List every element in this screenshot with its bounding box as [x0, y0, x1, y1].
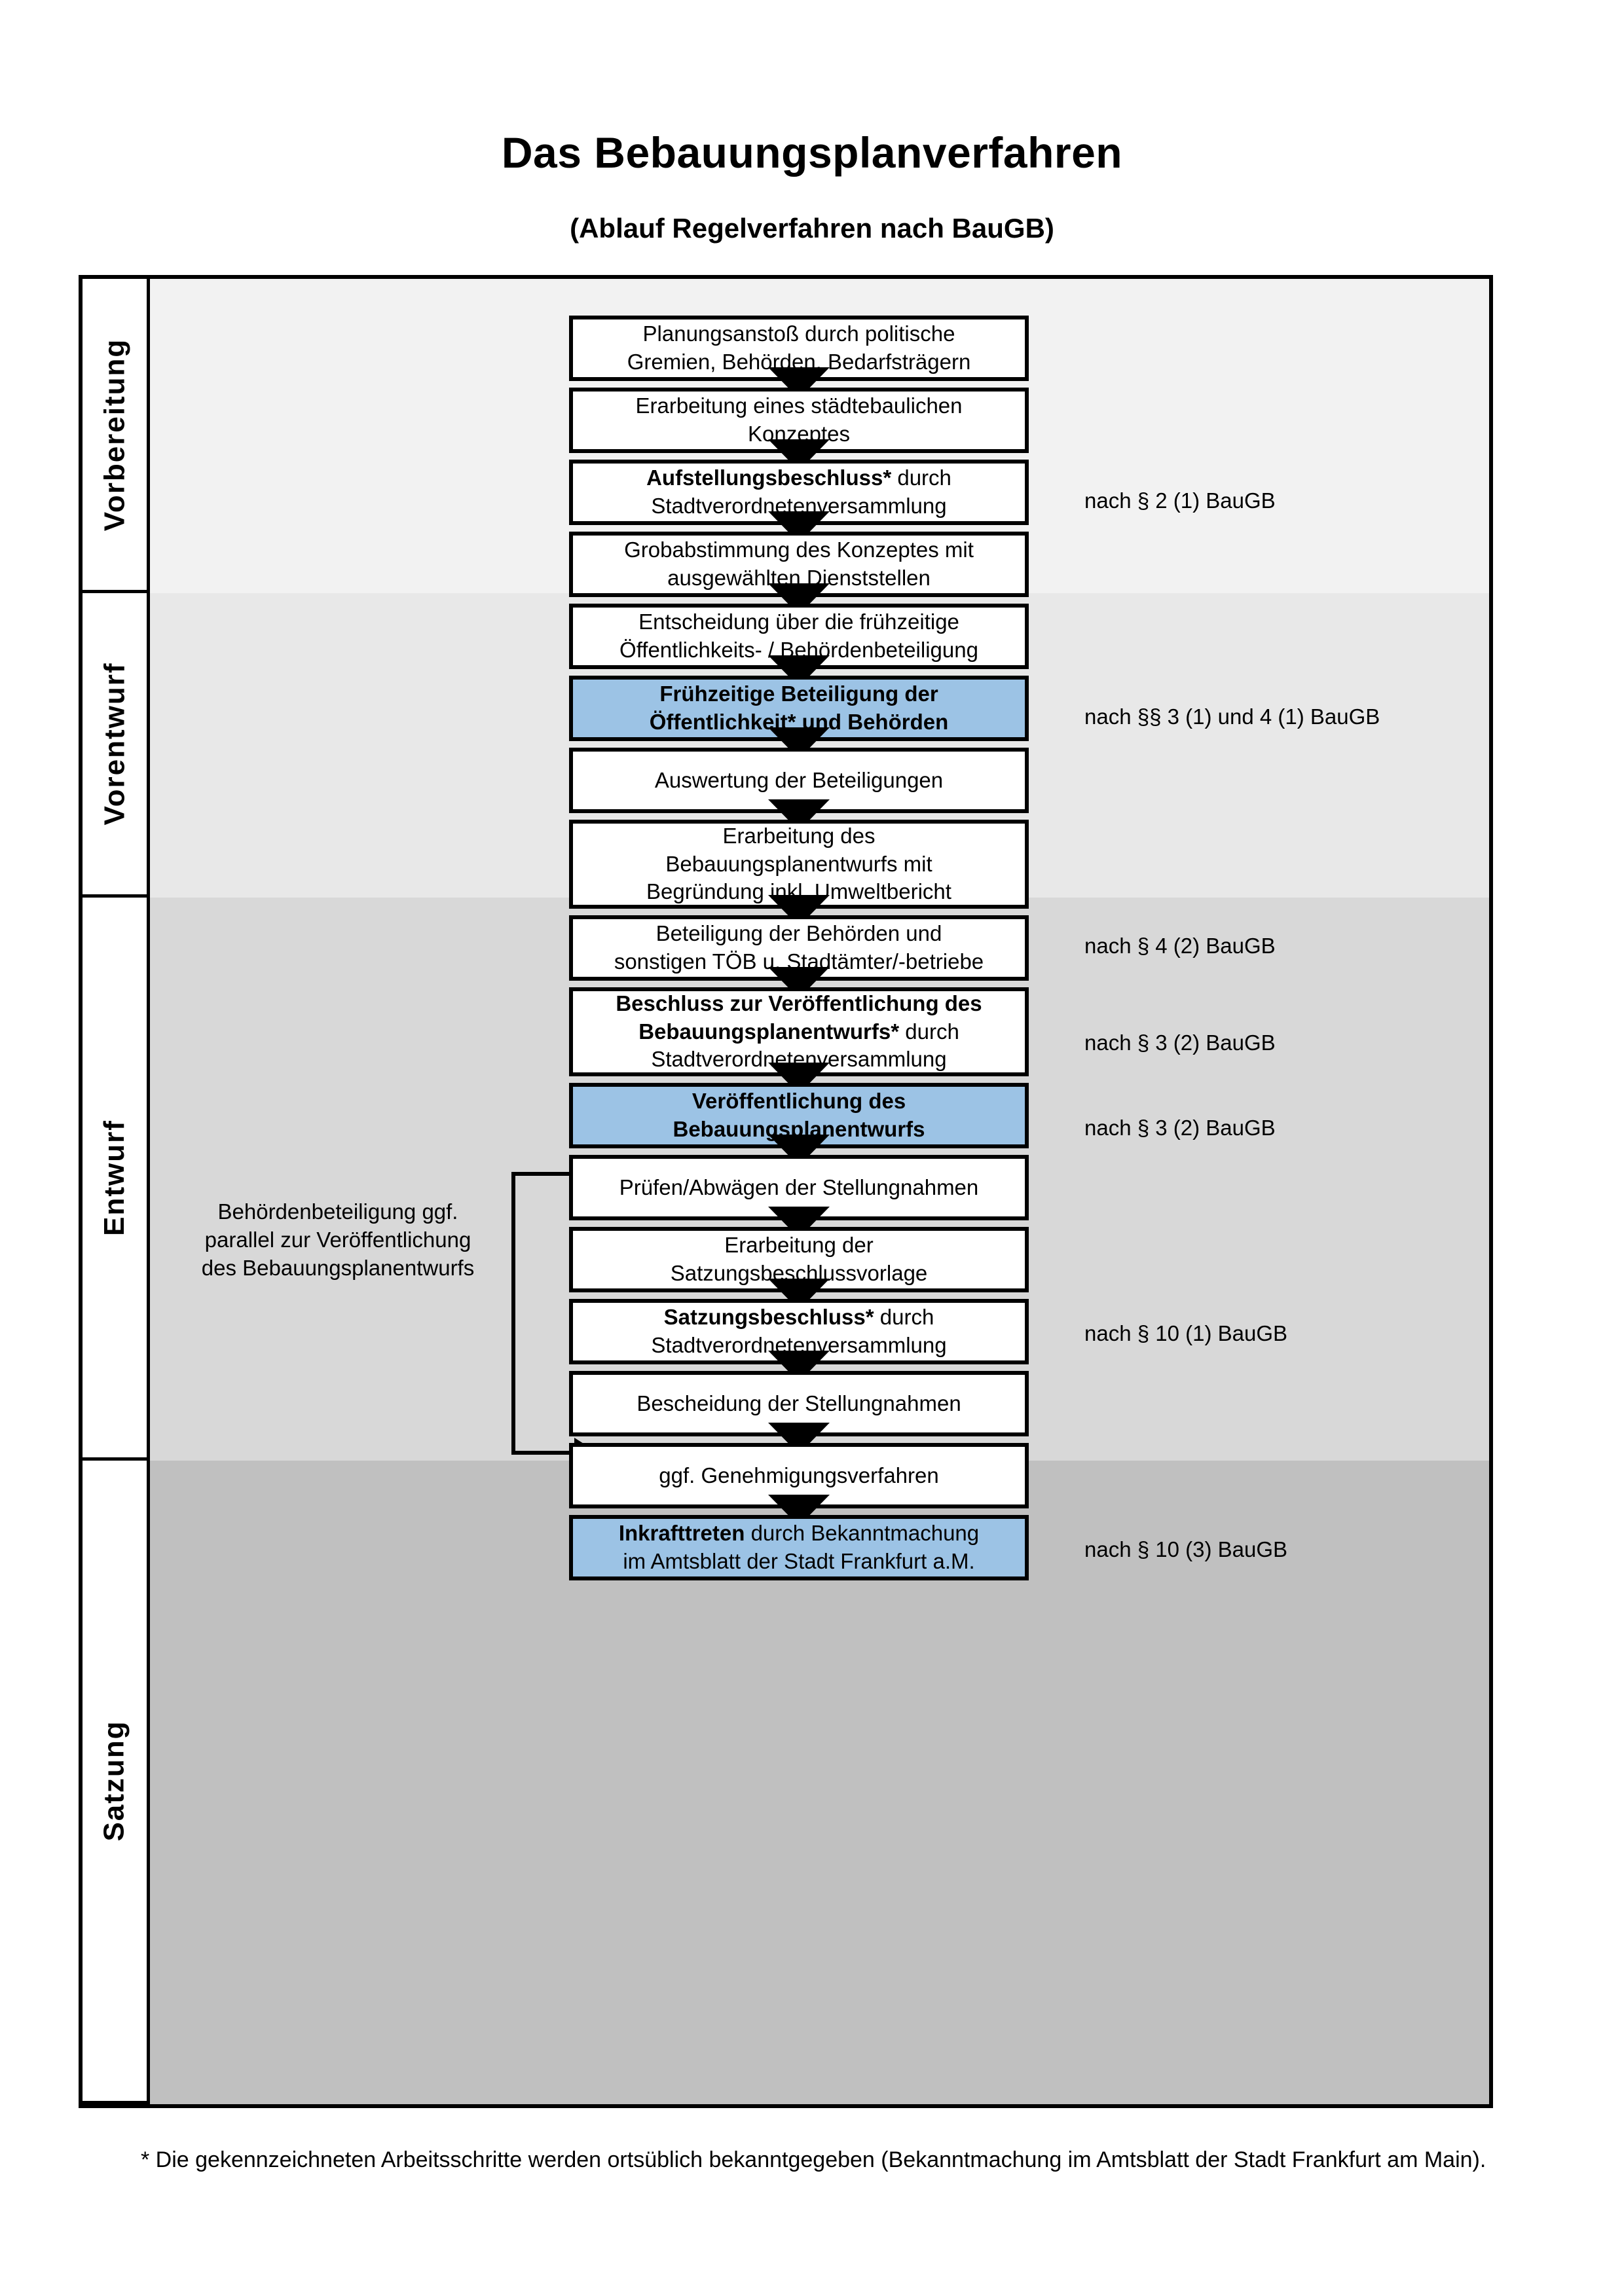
flow-node-bold-line-1: Veröffentlichung des	[692, 1089, 906, 1114]
flow-node-line-3: Stadtverordnetenversammlung	[651, 1047, 947, 1072]
flow-node-line-2-suffix: durch	[899, 1019, 959, 1044]
flow-node-entscheidung-fruehzeitig[interactable]: Entscheidung über die frühzeitige Öffent…	[569, 604, 1029, 669]
sidenote-line-2: ggf. parallel zur	[204, 1199, 458, 1252]
flow-node-beschluss-veroeffentlichung[interactable]: Beschluss zur Veröffentlichung des Bebau…	[569, 987, 1029, 1076]
swimlane-label-satzung: Satzung	[83, 1461, 150, 2104]
flow-node-line-1: Grobabstimmung des Konzeptes mit	[624, 538, 974, 562]
reference-par-10-1: nach § 10 (1) BauGB	[1084, 1321, 1288, 1345]
flow-node-line-1: Frühzeitige Beteiligung der	[578, 680, 1020, 708]
flow-node-line-1: Inkrafttreten durch Bekanntmachung	[578, 1520, 1020, 1548]
flow-node-bold-term: Inkrafttreten	[618, 1521, 745, 1546]
flow-node-beteiligung-behoerden-toeb[interactable]: Beteiligung der Behörden und sonstigen T…	[569, 915, 1029, 981]
flow-node-line-1: Erarbeitung eines städtebaulichen	[635, 393, 963, 418]
swimlane-label-text: Vorentwurf	[98, 662, 130, 826]
flow-node-line-2: Öffentlichkeits- / Behördenbeteiligung	[619, 638, 978, 662]
flow-node-bold-line-1: Frühzeitige Beteiligung der	[659, 682, 938, 706]
flow-node-bold-term: Aufstellungsbeschluss*	[646, 465, 892, 490]
flow-node-line-1: Aufstellungsbeschluss* durch	[578, 464, 1020, 492]
flow-node-line-1: Erarbeitung der	[724, 1233, 874, 1258]
sidenote-line-3: Veröffentlichung des	[201, 1227, 471, 1280]
swimlane-label-vorentwurf: Vorentwurf	[83, 593, 150, 898]
flow-node-line-1: Planungsanstoß durch politische	[642, 321, 955, 346]
reference-par-3-2-a: nach § 3 (2) BauGB	[1084, 1030, 1276, 1055]
diagram-frame: Vorbereitung Vorentwurf Entwurf Satzung …	[79, 275, 1493, 2108]
sidenote-line-1: Behördenbeteiligung	[217, 1199, 416, 1224]
flow-node-line-2: sonstigen TÖB u. Stadtämter/-betriebe	[614, 949, 984, 974]
flow-node-staedtebauliches-konzept[interactable]: Erarbeitung eines städtebaulichen Konzep…	[569, 388, 1029, 453]
sidenote-behoerdenbeteiligung: Behördenbeteiligung ggf. parallel zur Ve…	[194, 1198, 482, 1283]
flow-node-line-2: Stadtverordnetenversammlung	[651, 1333, 947, 1357]
swimlane-label-entwurf: Entwurf	[83, 898, 150, 1461]
footnote: * Die gekennzeichneten Arbeitsschritte w…	[141, 2147, 1486, 2172]
flow-node-bold-line-2: Bebauungsplanentwurfs	[673, 1117, 925, 1141]
flow-node-line-1-suffix: durch Bekanntmachung	[745, 1521, 980, 1546]
flow-node-line-1: Erarbeitung des	[722, 823, 876, 848]
flow-node-satzungsbeschluss[interactable]: Satzungsbeschluss* durch Stadtverordnete…	[569, 1299, 1029, 1364]
flow-node-fruehzeitige-beteiligung[interactable]: Frühzeitige Beteiligung der Öffentlichke…	[569, 676, 1029, 741]
sidenote-line-4: Bebauungsplanentwurfs	[242, 1255, 475, 1280]
flow-node-bold-line-1: Beschluss zur Veröffentlichung des	[616, 991, 982, 1015]
flow-node-line-1: Auswertung der Beteiligungen	[654, 767, 944, 792]
flow-node-line-1-suffix: durch	[874, 1305, 934, 1330]
flow-node-line-1: Veröffentlichung des	[578, 1087, 1020, 1116]
flow-node-bold-line-2: Bebauungsplanentwurfs*	[638, 1019, 900, 1044]
flow-node-line-1: Beschluss zur Veröffentlichung des	[578, 990, 1020, 1018]
page-title: Das Bebauungsplanverfahren	[501, 128, 1123, 177]
flow-node-aufstellungsbeschluss[interactable]: Aufstellungsbeschluss* durch Stadtverord…	[569, 460, 1029, 525]
reference-par-3-1-4-1: nach §§ 3 (1) und 4 (1) BauGB	[1084, 704, 1380, 729]
flow-node-line-2: Satzungsbeschlussvorlage	[670, 1261, 928, 1285]
flow-node-line-2: Bebauungsplanentwurfs mit	[665, 851, 932, 876]
swimlane-label-text: Vorbereitung	[98, 338, 130, 531]
flow-node-planungsanstoss[interactable]: Planungsanstoß durch politische Gremien,…	[569, 316, 1029, 381]
flow-node-line-2: Öffentlichkeit* und Behörden	[578, 708, 1020, 737]
swimlane-label-vorbereitung: Vorbereitung	[83, 279, 150, 593]
flow-node-line-2: Konzeptes	[748, 422, 850, 446]
flow-node-pruefen-abwaegen[interactable]: Prüfen/Abwägen der Stellungnahmen	[569, 1155, 1029, 1220]
flow-node-line-1: Entscheidung über die frühzeitige	[638, 610, 959, 634]
flow-node-line-2: Bebauungsplanentwurfs* durch	[578, 1018, 1020, 1046]
flow-node-line-2: im Amtsblatt der Stadt Frankfurt a.M.	[623, 1549, 975, 1573]
flow-node-bold-term: Satzungsbeschluss*	[663, 1305, 874, 1330]
flow-node-line-2: ausgewählten Dienststellen	[667, 566, 931, 590]
flow-node-inkrafttreten[interactable]: Inkrafttreten durch Bekanntmachung im Am…	[569, 1515, 1029, 1580]
flow-node-line-2: Gremien, Behörden, Bedarfsträgern	[627, 350, 971, 374]
flow-node-bescheidung-stellungnahmen[interactable]: Bescheidung der Stellungnahmen	[569, 1371, 1029, 1436]
reference-par-10-3: nach § 10 (3) BauGB	[1084, 1537, 1288, 1561]
flow-node-grobabstimmung[interactable]: Grobabstimmung des Konzeptes mit ausgewä…	[569, 532, 1029, 597]
flow-node-line-1-suffix: durch	[891, 465, 951, 490]
flow-node-line-3: Begründung inkl. Umweltbericht	[646, 879, 951, 904]
flow-node-erarbeitung-bebauungsplanentwurf[interactable]: Erarbeitung des Bebauungsplanentwurfs mi…	[569, 820, 1029, 909]
page-subtitle: (Ablauf Regelverfahren nach BauGB)	[570, 213, 1054, 244]
flow-node-line-1: Beteiligung der Behörden und	[655, 921, 942, 946]
flow-node-line-2: Bebauungsplanentwurfs	[578, 1116, 1020, 1144]
reference-par-2-1: nach § 2 (1) BauGB	[1084, 488, 1276, 513]
flow-node-line-2: Stadtverordnetenversammlung	[651, 494, 947, 518]
flow-node-auswertung-beteiligungen[interactable]: Auswertung der Beteiligungen	[569, 748, 1029, 813]
reference-par-3-2-b: nach § 3 (2) BauGB	[1084, 1116, 1276, 1140]
flow-node-erarbeitung-satzungsbeschlussvorlage[interactable]: Erarbeitung der Satzungsbeschlussvorlage	[569, 1227, 1029, 1292]
swimlane-label-text: Entwurf	[98, 1119, 131, 1236]
flow-node-line-1: Bescheidung der Stellungnahmen	[637, 1391, 961, 1415]
flow-node-bold-line-2: Öffentlichkeit* und Behörden	[649, 710, 949, 734]
flow-node-line-1: Prüfen/Abwägen der Stellungnahmen	[619, 1175, 979, 1199]
flow-node-line-1: ggf. Genehmigungsverfahren	[659, 1463, 939, 1487]
flow-node-genehmigungsverfahren[interactable]: ggf. Genehmigungsverfahren	[569, 1443, 1029, 1508]
swimlane-label-text: Satzung	[98, 1720, 131, 1842]
reference-par-4-2: nach § 4 (2) BauGB	[1084, 934, 1276, 958]
flow-node-line-1: Satzungsbeschluss* durch	[578, 1303, 1020, 1332]
flow-node-veroeffentlichung-entwurf[interactable]: Veröffentlichung des Bebauungsplanentwur…	[569, 1083, 1029, 1148]
